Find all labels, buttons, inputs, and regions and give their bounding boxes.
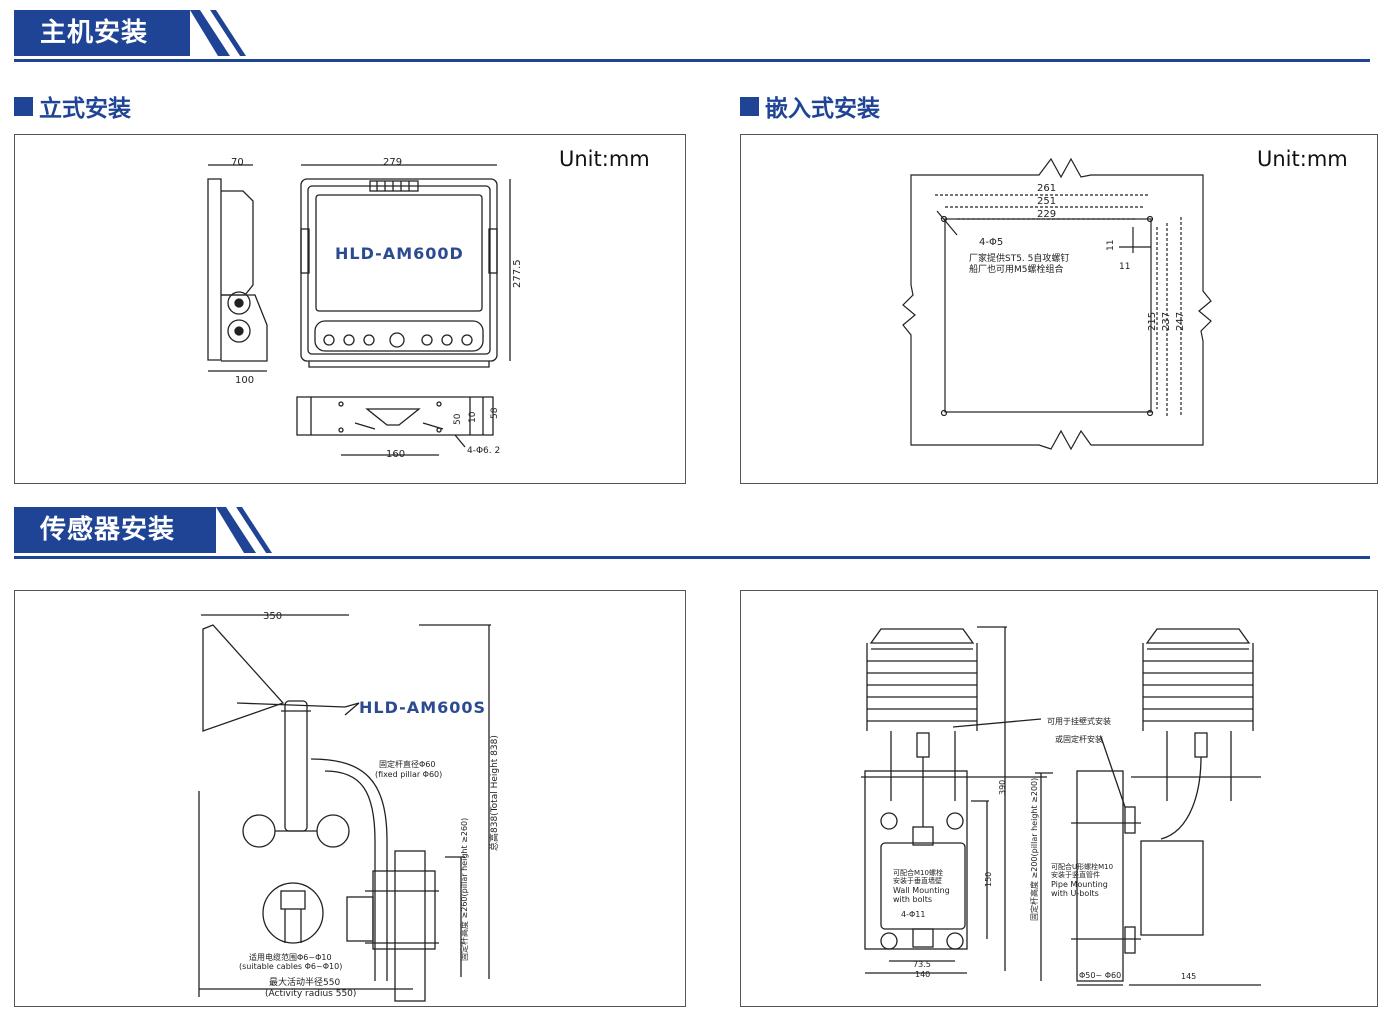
dim-width-2: 145 — [1181, 972, 1196, 981]
unit-label: Unit:mm — [1257, 147, 1348, 171]
subtitle-standing: 立式安装 — [14, 89, 131, 123]
dim-h3: 247 — [1175, 312, 1186, 331]
note-line-2: 船厂也可用M5螺栓组合 — [969, 263, 1064, 275]
dim-width: 350 — [263, 611, 282, 622]
dim-w1: 261 — [1037, 183, 1056, 194]
wind-sensor-drawing — [198, 614, 491, 1002]
dim-hole-d2: 50 — [453, 413, 463, 425]
louver-sensor-drawing — [861, 626, 1261, 986]
u-bolt-en-2: with U-bolts — [1051, 889, 1099, 898]
dim-w2: 251 — [1037, 196, 1056, 207]
radius-en: (Activity radius 550) — [265, 989, 356, 999]
dim-h1: 215 — [1147, 312, 1158, 331]
dim-hole-d1: 10 — [468, 411, 478, 423]
cable-en: (suitable cables Φ6~Φ10) — [239, 962, 342, 971]
banner-decoration — [190, 10, 246, 56]
panel-wind-sensor: 350 HLD-AM600S 固定杆直径Φ60 (fixed pillar Φ6… — [14, 590, 686, 1007]
note-line-1: 厂家提供ST5. 5自攻螺钉 — [969, 252, 1069, 264]
dim-w2: 140 — [915, 970, 930, 979]
dim-d2: 11 — [1119, 262, 1130, 272]
subtitle-embedded: 嵌入式安装 — [740, 89, 880, 123]
panel-louver-sensor: 390 150 73.5 140 4-Φ11 可配合M10螺栓 安装于垂直墙壁 … — [740, 590, 1378, 1007]
pillar-height: 固定杆高度 ≥200(pillar height ≥200) — [1029, 778, 1039, 921]
bolt-cn-1: 可配合M10螺栓 — [893, 868, 943, 877]
dim-h2: 237 — [1161, 312, 1172, 331]
standing-labels: 70 279 100 HLD-AM600D 277.5 160 10 50 58… — [231, 157, 523, 460]
dim-height: 390 — [998, 780, 1007, 795]
bolt-cn-2: 安装于垂直墙壁 — [893, 876, 942, 885]
u-bolt-cn-1: 可配合U形螺栓M10 — [1051, 862, 1113, 871]
dim-holes: 4-Φ11 — [901, 910, 925, 919]
total-height: 总高838(Total Height 838) — [488, 735, 500, 851]
pillar-height: 固定杆高度 ≥260(pillar height ≥260) — [459, 818, 469, 961]
dim-holes: 4-Φ5 — [979, 237, 1003, 248]
section-rule — [14, 59, 1370, 62]
dim-side-width: 70 — [231, 157, 244, 168]
embedded-drawing — [902, 157, 1212, 451]
square-icon — [740, 96, 759, 116]
square-icon — [14, 96, 33, 116]
pillar-en: (fixed pillar Φ60) — [375, 770, 442, 779]
dim-bracket-span: 160 — [386, 449, 405, 460]
louver-sensor-labels: 390 150 73.5 140 4-Φ11 可配合M10螺栓 安装于垂直墙壁 … — [893, 716, 1196, 981]
banner-decoration — [216, 507, 272, 553]
radius-cn: 最大活动半径550 — [269, 976, 340, 988]
bolt-en-1: Wall Mounting — [893, 886, 950, 895]
embedded-labels: 261 251 229 4-Φ5 厂家提供ST5. 5自攻螺钉 船厂也可用M5螺… — [969, 183, 1186, 331]
louver-shield-left — [866, 628, 978, 827]
dim-w3: 229 — [1037, 209, 1056, 220]
dim-front-width: 279 — [383, 157, 402, 168]
bolt-en-2: with bolts — [893, 895, 932, 904]
dim-base: 100 — [235, 375, 254, 386]
section-rule — [14, 556, 1370, 559]
panel-standing-installation: Unit:mm 70 279 100 — [14, 134, 686, 484]
section-title: 主机安装 — [14, 10, 190, 56]
wall-cn-1: 可用于挂壁式安装 — [1047, 716, 1111, 726]
dim-inner-height: 150 — [984, 872, 993, 887]
wall-cn-2: 或固定杆安装 — [1055, 734, 1103, 744]
standing-drawing — [207, 164, 511, 456]
dim-bracket-h: 58 — [490, 407, 500, 419]
cable-cn: 适用电缆范围Φ6~Φ10 — [249, 952, 332, 962]
panel-embedded-installation: Unit:mm 261 251 229 4-Φ5 厂家提供ST5. 5自攻螺钉 … — [740, 134, 1378, 484]
dim-holes: 4-Φ6. 2 — [467, 446, 500, 456]
pipe-range: Φ50~ Φ60 — [1079, 971, 1121, 980]
dim-height: 277.5 — [512, 259, 523, 288]
louver-shield-right — [1142, 628, 1254, 840]
model-label: HLD-AM600S — [359, 698, 486, 717]
model-label: HLD-AM600D — [335, 244, 464, 263]
section-title: 传感器安装 — [14, 507, 216, 553]
wind-sensor-labels: 350 HLD-AM600S 固定杆直径Φ60 (fixed pillar Φ6… — [239, 611, 500, 999]
pillar-cn: 固定杆直径Φ60 — [379, 759, 435, 769]
dim-d1: 11 — [1106, 240, 1116, 251]
u-bolt-en-1: Pipe Mounting — [1051, 880, 1108, 889]
dim-w1: 73.5 — [913, 960, 931, 969]
u-bolt-cn-2: 安装于竖直管件 — [1051, 870, 1100, 879]
unit-label: Unit:mm — [559, 147, 650, 171]
